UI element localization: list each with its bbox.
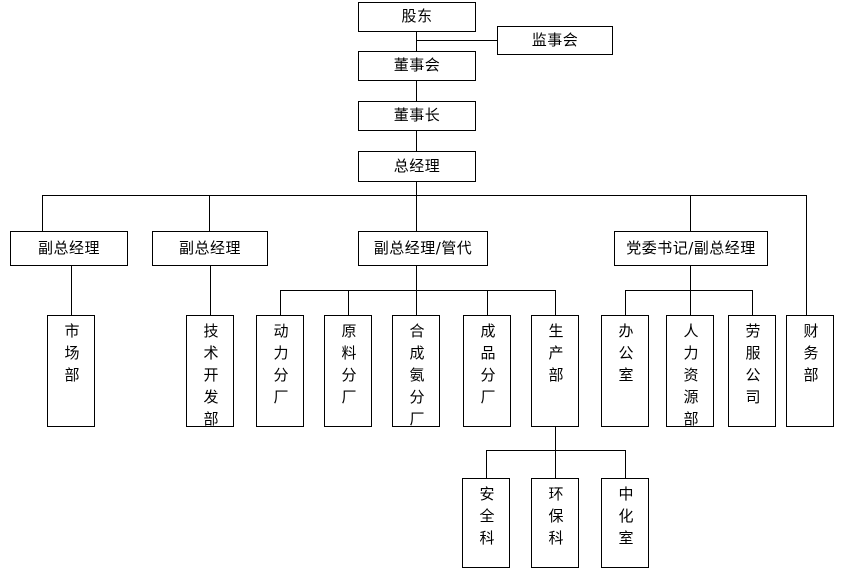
- node-party-secretary-deputy-gm[interactable]: 党委书记/副总经理: [614, 231, 768, 266]
- node-central-lab-label: 中化室: [616, 486, 635, 552]
- node-deputy-gm-2-label: 副总经理: [178, 238, 241, 257]
- node-deputy-gm-1-label: 副总经理: [37, 238, 100, 257]
- stem-production-dept: [555, 427, 556, 451]
- node-raw-material-plant-label: 原料分厂: [339, 323, 358, 411]
- node-finished-product-plant-label: 成品分厂: [478, 323, 497, 411]
- node-board-of-directors[interactable]: 董事会: [358, 51, 476, 81]
- node-central-lab[interactable]: 中化室: [601, 478, 649, 568]
- connector-gm-to-bus: [416, 181, 417, 196]
- node-hr-dept[interactable]: 人力资源部: [666, 315, 714, 433]
- node-deputy-gm-management-representative-label: 副总经理/管代: [373, 238, 473, 257]
- drop-to-production-dept: [555, 290, 556, 315]
- node-finance-dept-label: 财务部: [801, 323, 820, 389]
- node-party-secretary-deputy-gm-label: 党委书记/副总经理: [626, 238, 756, 257]
- drop-to-labor-service-company: [752, 290, 753, 315]
- node-office-label: 办公室: [616, 323, 635, 389]
- connector-board-to-chairman: [416, 80, 417, 101]
- connector-chairman-to-gm: [416, 131, 417, 152]
- node-power-plant-label: 动力分厂: [271, 323, 290, 411]
- stem-deputy-gm-mr: [416, 265, 417, 291]
- connector-shareholders-to-board: [416, 31, 417, 51]
- node-tech-dev-dept[interactable]: 技术开发部: [186, 315, 234, 433]
- stem-party-secretary: [690, 265, 691, 291]
- drop-to-finished-product-plant: [487, 290, 488, 315]
- node-supervisory-board[interactable]: 监事会: [497, 26, 613, 55]
- node-office[interactable]: 办公室: [601, 315, 649, 427]
- node-general-manager-label: 总经理: [393, 156, 441, 175]
- drop-to-central-lab: [625, 450, 626, 478]
- node-finished-product-plant[interactable]: 成品分厂: [463, 315, 511, 427]
- drop-to-finance-dept: [806, 195, 807, 315]
- node-safety-section-label: 安全科: [477, 486, 496, 552]
- drop-to-hr-dept: [690, 290, 691, 315]
- connector-board-to-supervisory: [416, 40, 498, 41]
- node-synthetic-ammonia-plant-label: 合成氨分厂: [407, 323, 426, 433]
- node-shareholders-label: 股东: [401, 7, 433, 26]
- node-chairman[interactable]: 董事长: [358, 101, 476, 131]
- node-raw-material-plant[interactable]: 原料分厂: [324, 315, 372, 427]
- drop-to-deputy-gm-mr: [416, 195, 417, 231]
- drop-to-synthetic-ammonia-plant: [416, 290, 417, 315]
- node-synthetic-ammonia-plant[interactable]: 合成氨分厂: [392, 315, 440, 433]
- node-safety-section[interactable]: 安全科: [462, 478, 510, 568]
- drop-to-deputy-gm-2: [209, 195, 210, 231]
- node-hr-dept-label: 人力资源部: [681, 323, 700, 433]
- node-shareholders[interactable]: 股东: [358, 2, 476, 32]
- node-environmental-section[interactable]: 环保科: [531, 478, 579, 568]
- drop-to-power-plant: [280, 290, 281, 315]
- bus-executive-level: [42, 195, 807, 196]
- node-board-of-directors-label: 董事会: [393, 56, 441, 75]
- drop-to-environmental-section: [555, 450, 556, 478]
- drop-to-raw-material-plant: [348, 290, 349, 315]
- node-deputy-gm-1[interactable]: 副总经理: [10, 231, 128, 266]
- drop-to-deputy-gm-1: [42, 195, 43, 231]
- bus-production-group: [280, 290, 556, 291]
- drop-to-safety-section: [486, 450, 487, 478]
- node-power-plant[interactable]: 动力分厂: [256, 315, 304, 427]
- connector-deputy-gm-1-to-market: [71, 265, 72, 315]
- node-production-dept-label: 生产部: [546, 323, 565, 389]
- node-deputy-gm-2[interactable]: 副总经理: [152, 231, 268, 266]
- drop-to-office: [625, 290, 626, 315]
- connector-deputy-gm-2-to-tech: [210, 265, 211, 315]
- node-supervisory-board-label: 监事会: [531, 30, 579, 49]
- bus-production-sections: [486, 450, 626, 451]
- node-finance-dept[interactable]: 财务部: [786, 315, 834, 427]
- node-labor-service-company-label: 劳服公司: [743, 323, 762, 411]
- node-tech-dev-dept-label: 技术开发部: [201, 323, 220, 433]
- drop-to-party-secretary: [690, 195, 691, 231]
- node-general-manager[interactable]: 总经理: [358, 151, 476, 182]
- node-deputy-gm-management-representative[interactable]: 副总经理/管代: [358, 231, 488, 266]
- node-chairman-label: 董事长: [393, 106, 441, 125]
- node-market-dept[interactable]: 市场部: [47, 315, 95, 427]
- node-environmental-section-label: 环保科: [546, 486, 565, 552]
- node-production-dept[interactable]: 生产部: [531, 315, 579, 427]
- bus-admin-group: [625, 290, 753, 291]
- node-labor-service-company[interactable]: 劳服公司: [728, 315, 776, 427]
- node-market-dept-label: 市场部: [62, 323, 81, 389]
